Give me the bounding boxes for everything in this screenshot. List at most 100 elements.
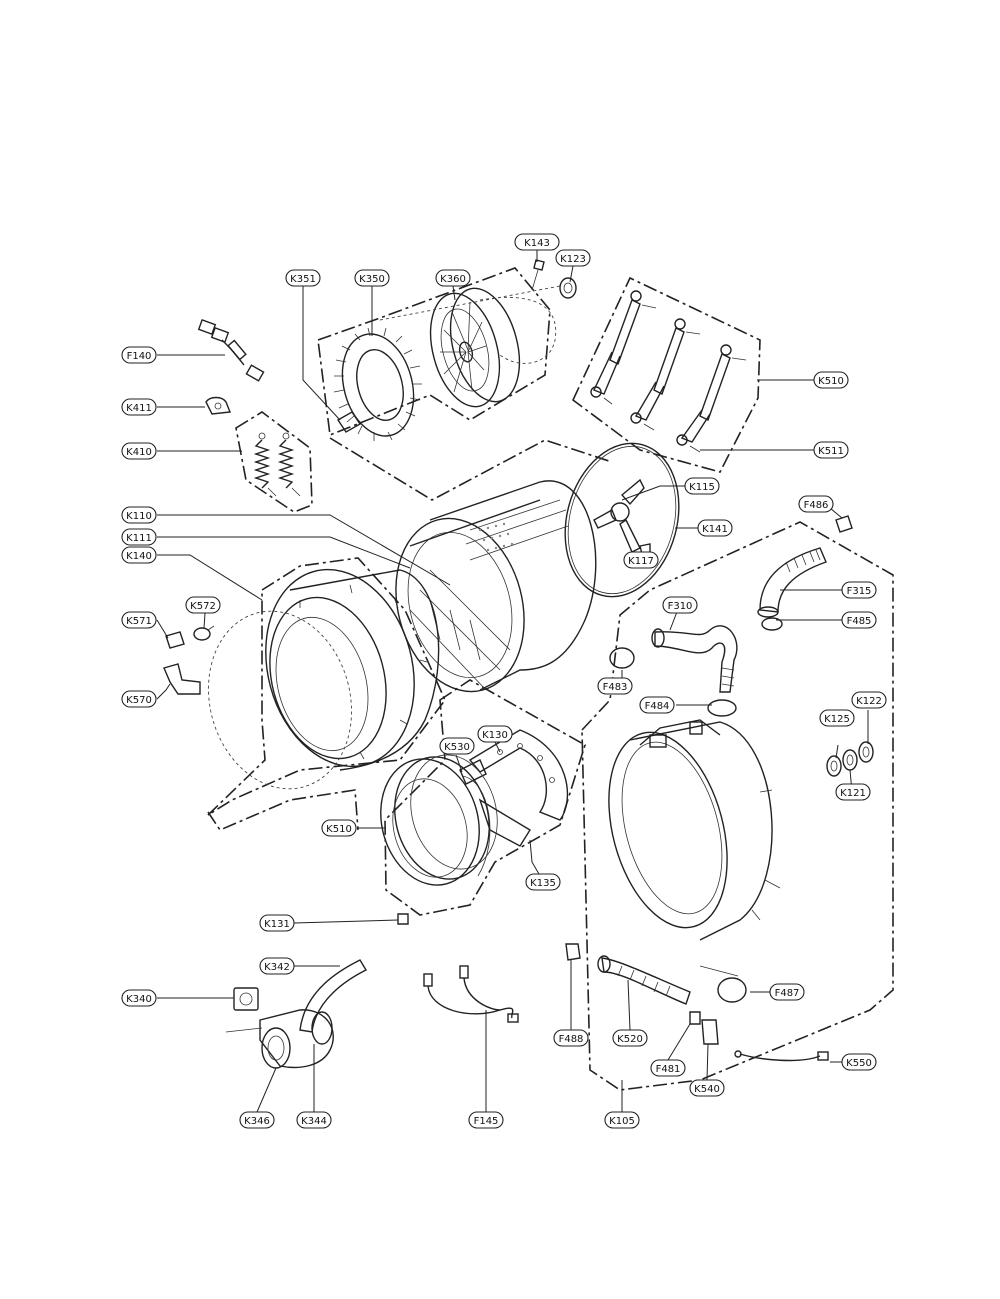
callout-K410: K410: [121, 442, 157, 460]
callout-F483: F483: [597, 677, 633, 695]
label-K121: K121: [840, 788, 866, 799]
fitting-f481-part: [689, 1011, 701, 1025]
leader-lines: [156, 250, 869, 1113]
label-K570: K570: [126, 695, 152, 706]
callout-K110: K110: [121, 506, 157, 524]
pump-body-k344-part: [259, 1009, 334, 1069]
filter-k346-part: [225, 1027, 291, 1069]
callout-K351: K351: [285, 269, 321, 287]
label-K571: K571: [126, 616, 152, 627]
label-F484: F484: [645, 701, 670, 712]
clamp-k572-part: [193, 625, 215, 641]
drum-k110-part: [395, 480, 597, 693]
callout-K520: K520: [612, 1029, 648, 1047]
springs-k410-part: [253, 432, 301, 497]
label-K143: K143: [524, 238, 550, 249]
callout-K572: K572: [185, 596, 221, 614]
label-K123: K123: [560, 254, 586, 265]
hose-k342-part: [299, 959, 367, 1033]
label-K550: K550: [846, 1058, 872, 1069]
clamp-f485-part: [761, 617, 783, 631]
bracket-k130-part: [468, 729, 569, 821]
label-K411: K411: [126, 403, 152, 414]
callout-K510-gasket: K510: [321, 819, 357, 837]
callout-F487: F487: [769, 983, 805, 1001]
callout-F140: F140: [121, 346, 157, 364]
stator-k350-part: [333, 327, 422, 441]
clip-k411-part: [205, 396, 231, 415]
callout-K143: K143: [514, 233, 560, 251]
spider-k115-part: [593, 478, 645, 553]
callout-K123: K123: [555, 249, 591, 267]
label-K140: K140: [126, 551, 152, 562]
callout-K411: K411: [121, 398, 157, 416]
callout-F484: F484: [639, 696, 675, 714]
callout-K121: K121: [835, 783, 871, 801]
callout-K510-damper: K510: [813, 371, 849, 389]
callout-K117: K117: [623, 551, 659, 569]
group-outline-motor: [317, 267, 551, 437]
bellows-f315-part: [757, 547, 827, 618]
callout-K571: K571: [121, 611, 157, 629]
group-outline-dampers: [571, 276, 761, 473]
clamp-f483-part: [609, 647, 635, 669]
assembly-axis-front: [208, 610, 352, 790]
callout-F315: F315: [841, 581, 877, 599]
label-F487: F487: [775, 988, 800, 999]
callout-K346: K346: [239, 1111, 275, 1129]
label-K117: K117: [628, 556, 654, 567]
callout-F481: F481: [650, 1059, 686, 1077]
callout-F488: F488: [553, 1029, 589, 1047]
label-K510-damper: K510: [818, 376, 844, 387]
bracket-k135-part: [478, 798, 531, 847]
callout-K140: K140: [121, 546, 157, 564]
label-K131: K131: [264, 919, 290, 930]
label-K122: K122: [856, 696, 882, 707]
label-F145: F145: [474, 1116, 499, 1127]
callout-K105: K105: [604, 1111, 640, 1129]
callout-K570: K570: [121, 690, 157, 708]
gasket-ring-k141-part: [564, 442, 680, 598]
rear-tub-k105-part: [608, 719, 781, 941]
label-K130: K130: [482, 730, 508, 741]
label-K346: K346: [244, 1116, 270, 1127]
label-K141: K141: [702, 524, 728, 535]
group-outline-gasket: [384, 679, 586, 916]
callout-K350: K350: [354, 269, 390, 287]
assembly-axis-motor: [379, 285, 561, 364]
label-F483: F483: [603, 682, 628, 693]
label-K105: K105: [609, 1116, 635, 1127]
sensor-f488-part: [565, 943, 581, 961]
callout-K344: K344: [296, 1111, 332, 1129]
front-tub-k140-part: [265, 568, 440, 771]
rotor-k360-part: [429, 287, 521, 408]
callout-K131: K131: [259, 914, 295, 932]
callout-K530: K530: [439, 737, 475, 755]
label-K115: K115: [689, 482, 715, 493]
harness-f145-part: [423, 965, 519, 1023]
callout-F486: F486: [798, 495, 834, 513]
group-outline-rear-tub: [581, 521, 894, 1091]
label-F485: F485: [847, 616, 872, 627]
label-K135: K135: [530, 878, 556, 889]
bolt-k143-part: [531, 259, 545, 291]
screw-k131-part: [397, 913, 409, 925]
label-F315: F315: [847, 586, 872, 597]
fitting-f486-part: [835, 515, 853, 533]
hose-f310-part: [651, 625, 738, 693]
callout-K111: K111: [121, 528, 157, 546]
label-F486: F486: [804, 500, 829, 511]
bearings-k121-k122-k125-part: [826, 741, 874, 777]
callout-K115: K115: [684, 477, 720, 495]
callout-K340: K340: [121, 989, 157, 1007]
label-K350: K350: [359, 274, 385, 285]
door-gasket-k510-part: [380, 754, 498, 886]
label-K520: K520: [617, 1034, 643, 1045]
clamp-f484-part: [707, 699, 737, 717]
callout-K511: K511: [813, 441, 849, 459]
label-K360: K360: [440, 274, 466, 285]
label-K110: K110: [126, 511, 152, 522]
group-outline-drum: [329, 437, 613, 501]
